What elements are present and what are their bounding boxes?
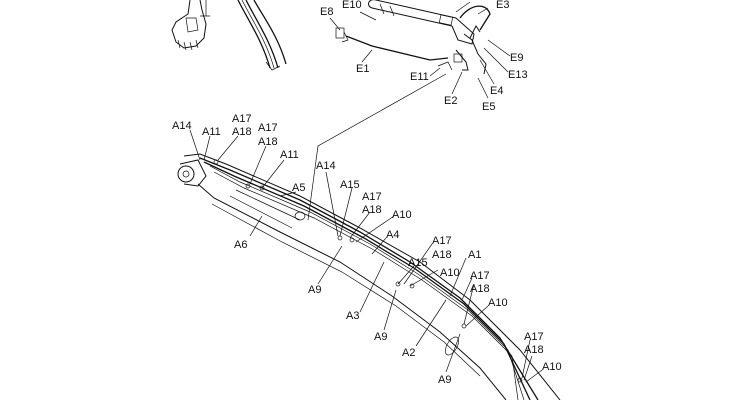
callout-a14-top: A14 bbox=[172, 120, 192, 132]
callout-a11-b: A11 bbox=[280, 149, 299, 161]
callout-e10: E10 bbox=[342, 0, 362, 11]
callout-a17-b: A17 bbox=[258, 122, 278, 134]
callout-a17-top: A17 bbox=[232, 113, 252, 125]
leader-lines bbox=[189, 7, 543, 383]
callout-a6: A6 bbox=[234, 239, 247, 251]
callout-e11: E11 bbox=[410, 71, 429, 83]
callout-a4: A4 bbox=[386, 229, 399, 241]
callout-a17-bottom: A17 bbox=[524, 331, 544, 343]
callout-e1: E1 bbox=[356, 63, 369, 75]
callout-a1: A1 bbox=[468, 249, 481, 261]
callout-a11-top: A11 bbox=[202, 126, 221, 138]
arm-curve-inset bbox=[237, 0, 287, 71]
callout-a18-bottom: A18 bbox=[524, 344, 544, 356]
callout-a17-mid: A17 bbox=[362, 191, 382, 203]
callout-a14-mid: A14 bbox=[316, 160, 336, 172]
boom-structure bbox=[177, 153, 561, 400]
callout-a10-bottom: A10 bbox=[542, 361, 562, 373]
cylinder-assembly bbox=[335, 0, 491, 75]
callout-e3: E3 bbox=[496, 0, 509, 11]
callout-a18-mid: A18 bbox=[362, 204, 382, 216]
callout-labels: E8 E10 E3 E1 E11 E2 E4 E5 E9 E13 A14 A11… bbox=[172, 0, 562, 386]
callout-e4: E4 bbox=[490, 85, 503, 97]
callout-a18-r: A18 bbox=[470, 283, 490, 295]
callout-a18-b: A18 bbox=[258, 136, 278, 148]
callout-a3: A3 bbox=[346, 310, 359, 322]
boom-hose-lines bbox=[199, 157, 539, 400]
callout-a18-low: A18 bbox=[432, 249, 452, 261]
callout-a17-r: A17 bbox=[470, 270, 490, 282]
callout-a5: A5 bbox=[292, 182, 305, 194]
callout-e9: E9 bbox=[510, 52, 523, 64]
reference-leader bbox=[307, 73, 447, 221]
callout-a10-r: A10 bbox=[488, 297, 508, 309]
callout-e8: E8 bbox=[320, 6, 333, 18]
callout-a17-low: A17 bbox=[432, 235, 452, 247]
callout-a15-low: A15 bbox=[408, 257, 428, 269]
callout-a10-low: A10 bbox=[440, 267, 460, 279]
bucket-inset-illustration bbox=[171, 0, 210, 51]
callout-a10-mid: A10 bbox=[392, 209, 412, 221]
callout-a9-low: A9 bbox=[374, 331, 387, 343]
callout-e13: E13 bbox=[508, 69, 528, 81]
callout-e5: E5 bbox=[482, 101, 495, 113]
callout-a2: A2 bbox=[402, 347, 415, 359]
callout-e2: E2 bbox=[444, 95, 457, 107]
callout-a9-mid: A9 bbox=[308, 284, 321, 296]
callout-a18-top: A18 bbox=[232, 126, 252, 138]
callout-a15-mid: A15 bbox=[340, 179, 360, 191]
callout-a9-bottom: A9 bbox=[438, 374, 451, 386]
